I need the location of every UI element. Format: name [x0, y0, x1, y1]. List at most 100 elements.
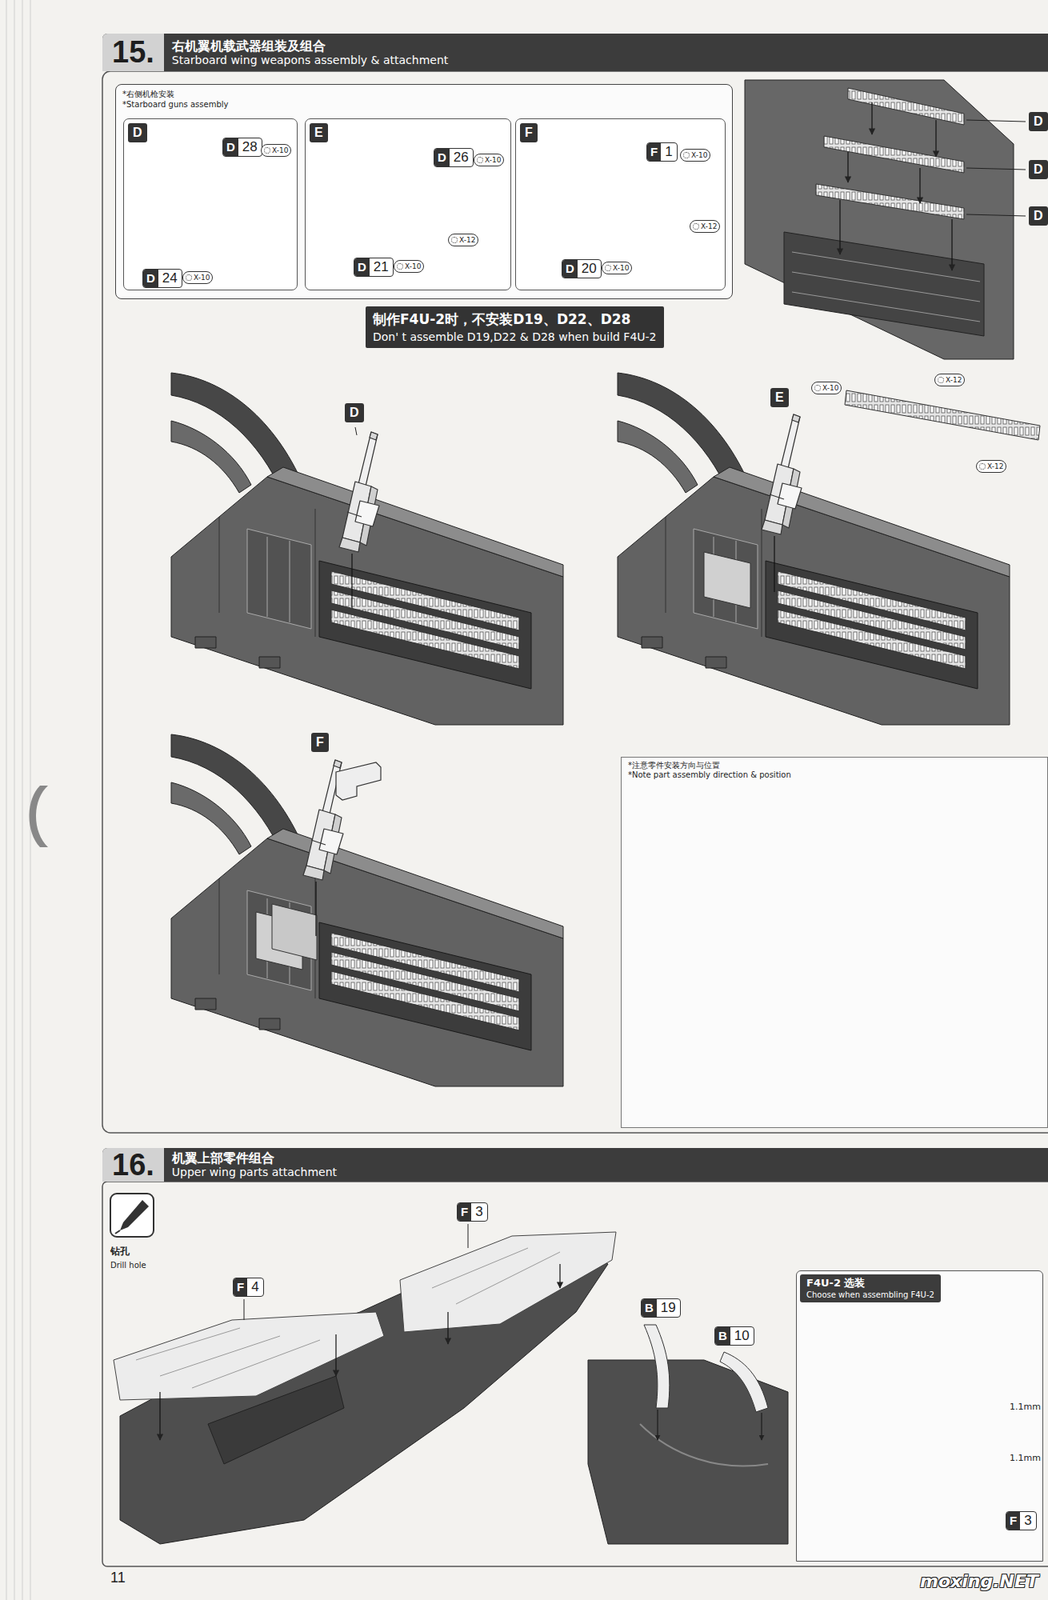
part-callout: D28	[222, 137, 263, 157]
part-marker: X-10	[811, 381, 842, 395]
marker-icon	[604, 264, 612, 272]
icon-label: 钻孔	[110, 1244, 130, 1258]
part-letter: D	[434, 148, 450, 167]
marker-icon	[814, 384, 821, 392]
box-letter: D	[128, 123, 148, 143]
option-heading: F4U-2 选装Choose when assembling F4U-2	[800, 1274, 941, 1303]
callout-letter: F	[316, 735, 324, 749]
part-number: 21	[369, 258, 393, 276]
step-title: 机翼上部零件组合Upper wing parts attachment	[164, 1150, 337, 1180]
part-letter: D	[223, 138, 239, 156]
part-callout: F3	[1005, 1511, 1037, 1531]
marker-text: X-10	[272, 145, 288, 156]
step-number: 16.	[102, 1148, 164, 1182]
part-callout: F1	[646, 142, 678, 162]
part-marker: X-10	[182, 271, 213, 284]
option-chinese: F4U-2 选装	[806, 1276, 935, 1290]
part-marker: X-12	[448, 233, 479, 247]
part-letter: F	[1006, 1512, 1020, 1530]
box-heading: *注意零件安装方向与位置	[628, 760, 1041, 771]
part-number: 4	[247, 1278, 263, 1296]
assembly-callout: F	[311, 732, 329, 752]
marker-text: X-10	[404, 261, 421, 272]
option-box: F4U-2 选装Choose when assembling F4U-2F3	[796, 1270, 1044, 1562]
note-english: Don' t assemble D19,D22 & D28 when build…	[372, 328, 657, 345]
marker-text: X-10	[612, 263, 629, 273]
callout-letter: D	[1033, 208, 1044, 223]
box-letter: F	[520, 123, 538, 143]
step-header: 16.机翼上部零件组合Upper wing parts attachment	[102, 1148, 1048, 1182]
part-marker: X-12	[689, 220, 720, 233]
part-number: 1	[660, 143, 676, 161]
icon-label: Drill hole	[110, 1260, 147, 1272]
marker-text: X-10	[484, 155, 501, 165]
note-chinese: 制作F4U-2时，不安装D19、D22、D28	[372, 309, 657, 329]
assembly-callout: D	[1028, 206, 1048, 226]
step-header: 15.右机翼机载武器组装及组合Starboard wing weapons as…	[102, 33, 1048, 72]
assembly-callout: D	[344, 403, 364, 423]
dimension: 1.1mm	[1009, 1401, 1041, 1412]
marker-icon	[476, 156, 484, 164]
marker-icon	[683, 152, 690, 159]
part-marker: X-10	[601, 261, 632, 275]
part-number: 19	[656, 1299, 680, 1317]
part-number: 28	[238, 138, 262, 156]
box-heading: *Note part assembly direction & position	[628, 770, 1041, 780]
part-letter: B	[715, 1327, 731, 1345]
dimension: 1.1mm	[1009, 1452, 1041, 1464]
marker-text: X-12	[700, 221, 717, 232]
sub-assembly-box: *右侧机枪安装*Starboard guns assemblyDD28D24ED…	[115, 84, 733, 300]
assembly-callout: D	[1028, 160, 1048, 180]
marker-icon	[396, 263, 404, 270]
marker-icon	[451, 236, 458, 244]
step-number: 15.	[102, 33, 164, 72]
part-callout: F3	[456, 1202, 488, 1222]
title-english: Starboard wing weapons assembly & attach…	[172, 53, 448, 68]
assembly-callout: E	[770, 388, 789, 408]
page-number: 11	[110, 1569, 126, 1587]
part-number: 10	[730, 1327, 754, 1345]
part-marker: X-12	[934, 373, 965, 387]
marker-icon	[185, 274, 192, 281]
part-letter: D	[354, 258, 370, 276]
marker-text: X-12	[987, 461, 1004, 472]
marker-icon	[692, 223, 700, 230]
marker-text: X-10	[691, 150, 708, 160]
part-number: 20	[577, 260, 601, 278]
watermark: moxing.NET	[920, 1571, 1039, 1592]
title-chinese: 机翼上部零件组合	[172, 1150, 337, 1166]
part-callout: D20	[561, 259, 602, 279]
marker-text: X-10	[193, 272, 210, 283]
part-marker: X-10	[680, 148, 711, 162]
warning-note: 制作F4U-2时，不安装D19、D22、D28Don' t assemble D…	[365, 306, 664, 348]
title-chinese: 右机翼机载武器组装及组合	[172, 38, 448, 54]
box-heading: *Starboard guns assembly	[122, 99, 726, 110]
part-callout: D26	[433, 148, 474, 168]
part-letter: F	[457, 1203, 472, 1221]
marker-text: X-12	[945, 375, 962, 385]
part-number: 3	[471, 1203, 487, 1221]
part-letter: B	[641, 1299, 657, 1317]
title-english: Upper wing parts attachment	[172, 1165, 337, 1180]
part-marker: X-12	[976, 460, 1007, 473]
box-heading: *右侧机枪安装	[122, 88, 726, 100]
marker-icon	[979, 463, 986, 470]
part-number: 26	[449, 148, 473, 167]
marker-text: X-12	[459, 235, 476, 245]
note-panel: *注意零件安装方向与位置*Note part assembly directio…	[620, 756, 1048, 1128]
step-title: 右机翼机载武器组装及组合Starboard wing weapons assem…	[164, 38, 448, 68]
marker-icon	[937, 376, 944, 384]
part-marker: X-10	[260, 144, 292, 157]
assembly-callout: D	[1028, 112, 1048, 132]
callout-letter: D	[1033, 162, 1044, 176]
part-callout: B10	[714, 1326, 755, 1346]
part-letter: D	[143, 269, 159, 288]
part-marker: X-10	[473, 153, 504, 167]
part-number: 24	[158, 269, 182, 288]
marker-text: X-10	[822, 383, 839, 393]
part-callout: B19	[640, 1298, 681, 1318]
part-letter: D	[562, 260, 578, 278]
marker-icon	[264, 147, 271, 154]
callout-letter: D	[349, 405, 360, 420]
